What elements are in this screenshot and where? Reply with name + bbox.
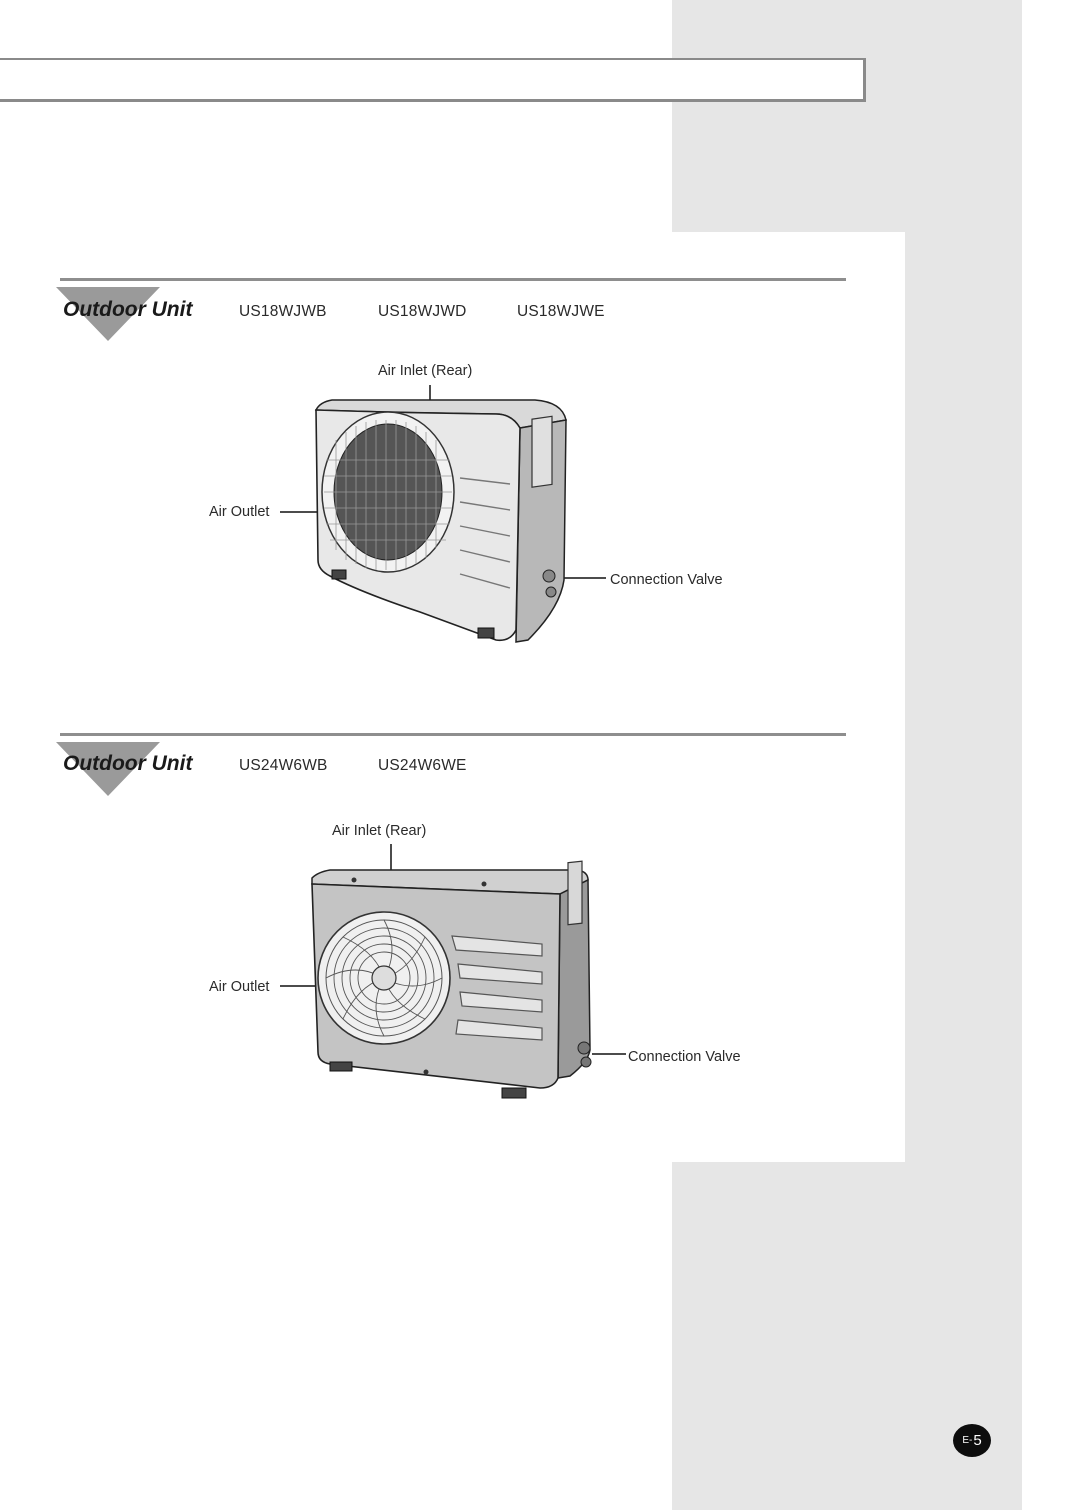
label-air-inlet-2: Air Inlet (Rear) — [332, 823, 427, 839]
label-connection-valve-2: Connection Valve — [628, 1049, 741, 1065]
page-number-badge: E- 5 — [953, 1424, 991, 1457]
model-us24w6wb: US24W6WB — [239, 757, 328, 774]
section-title-2: Outdoor Unit — [63, 752, 193, 775]
model-us18wjwe: US18WJWE — [517, 303, 605, 320]
label-air-inlet-1: Air Inlet (Rear) — [378, 363, 473, 379]
page-number-prefix: E- — [962, 1435, 973, 1446]
section-title-1: Outdoor Unit — [63, 298, 193, 321]
side-band-top — [672, 0, 1022, 232]
label-air-outlet-1: Air Outlet — [209, 504, 270, 520]
model-us18wjwb: US18WJWB — [239, 303, 327, 320]
side-band-bottom — [672, 1162, 1022, 1510]
page-number: 5 — [973, 1432, 982, 1449]
page-title-box — [0, 58, 866, 102]
section-divider-2 — [60, 733, 846, 736]
model-us18wjwd: US18WJWD — [378, 303, 467, 320]
section-divider-1 — [60, 278, 846, 281]
outdoor-unit-illustration-2 — [280, 844, 626, 1099]
fan-grille-2 — [317, 911, 451, 1045]
fan-grille-1 — [321, 411, 455, 573]
section-marker-1 — [56, 287, 160, 341]
section-marker-2 — [56, 742, 160, 796]
label-air-outlet-2: Air Outlet — [209, 979, 270, 995]
side-band-right — [905, 232, 1022, 1162]
model-us24w6we: US24W6WE — [378, 757, 467, 774]
label-connection-valve-1: Connection Valve — [610, 572, 723, 588]
outdoor-unit-illustration-1 — [280, 385, 606, 643]
